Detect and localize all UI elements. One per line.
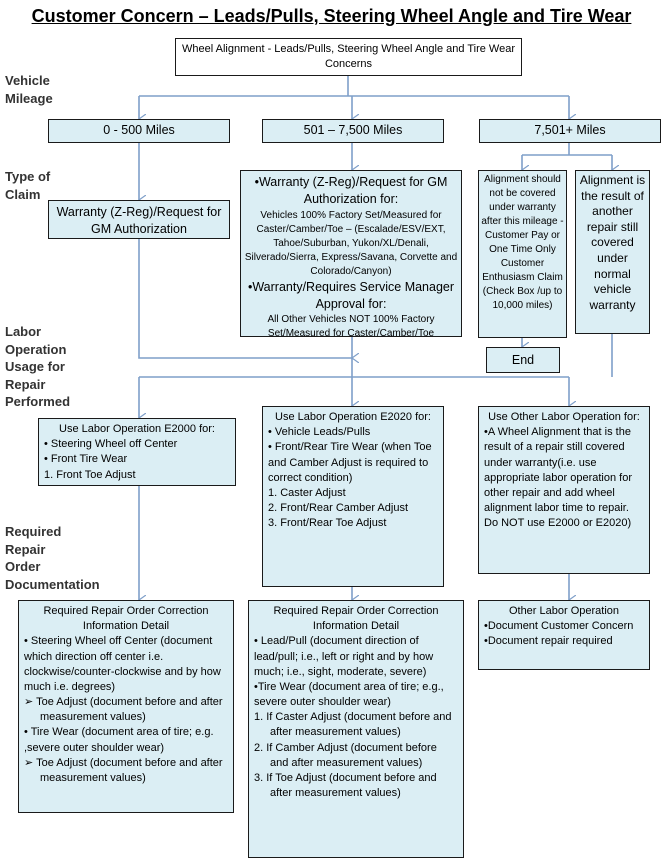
claim-mid-text-2: All Other Vehicles NOT 100% Factory Set/… [267,314,435,339]
labor-e2020-heading: Use Labor Operation E2020 for: [275,411,431,423]
labor-other-text: •A Wheel Alignment that is the result of… [484,426,632,530]
claim-customer-pay: Alignment should not be covered under wa… [478,170,567,338]
top-box: Wheel Alignment - Leads/Pulls, Steering … [175,38,522,76]
docs-e2020-item: 2. If Camber Adjust (document before and… [254,741,437,769]
mileage-0-500: 0 - 500 Miles [48,119,230,143]
claim-warranty-left: Warranty (Z-Reg)/Request for GM Authoriz… [48,200,230,239]
docs-e2000-item: • Steering Wheel off Center (document wh… [24,635,221,693]
labor-e2000-item: 1. Front Toe Adjust [44,468,136,481]
labor-e2020-item: • Front/Rear Tire Wear (when Toe and Cam… [268,441,432,484]
labor-e2000-item: • Front Tire Wear [44,453,128,466]
labor-other-heading: Use Other Labor Operation for: [488,411,640,423]
docs-other-item: •Document Customer Concern [484,620,634,633]
labor-e2020-item: 1. Caster Adjust [268,486,346,499]
claim-other-repair: Alignment is the result of another repai… [575,170,650,334]
docs-other: Other Labor Operation •Document Customer… [478,600,650,670]
label-claim: Type of Claim [5,169,51,202]
labor-e2020-item: 2. Front/Rear Camber Adjust [268,502,409,515]
labor-e2020-item: • Vehicle Leads/Pulls [268,426,371,439]
docs-e2000-item: ➢ Toe Adjust (document before and after … [24,756,223,784]
claim-mid-heading-1: •Warranty (Z-Reg)/Request for GM Authori… [254,175,448,207]
docs-e2020-item: 1. If Caster Adjust (document before and… [254,711,452,739]
claim-mid-heading-2: •Warranty/Requires Service Manager Appro… [247,279,455,311]
end-box: End [486,347,560,373]
mileage-501-7500: 501 – 7,500 Miles [262,119,444,143]
label-mileage: Vehicle Mileage [5,73,53,106]
label-docs: Required Repair Order Documentation [5,524,100,592]
labor-e2000: Use Labor Operation E2000 for: • Steerin… [38,418,236,486]
docs-e2020-item: •Tire Wear (document area of tire; e.g.,… [254,680,444,709]
docs-e2020-heading: Required Repair Order Correction Informa… [273,605,439,633]
docs-e2000-heading: Required Repair Order Correction Informa… [43,605,209,633]
claim-mid-text-1: Vehicles 100% Factory Set/Measured for C… [244,209,458,277]
claim-warranty-mid: •Warranty (Z-Reg)/Request for GM Authori… [240,170,462,339]
label-labor: Labor Operation Usage for Repair Perform… [5,324,71,410]
labor-e2020: Use Labor Operation E2020 for: • Vehicle… [262,406,444,587]
docs-e2020: Required Repair Order Correction Informa… [248,600,464,858]
docs-e2000-item: • Tire Wear (document area of tire; e.g.… [24,726,214,754]
docs-other-item: •Document repair required [484,635,613,648]
docs-other-heading: Other Labor Operation [508,605,620,617]
docs-e2000-item: ➢ Toe Adjust (document before and after … [24,696,223,724]
labor-e2020-item: 3. Front/Rear Toe Adjust [268,517,387,530]
page-title: Customer Concern – Leads/Pulls, Steering… [31,6,632,26]
docs-e2000: Required Repair Order Correction Informa… [18,600,234,813]
labor-other: Use Other Labor Operation for: •A Wheel … [478,406,650,574]
labor-e2000-heading: Use Labor Operation E2000 for: [59,423,215,435]
docs-e2020-item: 3. If Toe Adjust (document before and af… [254,771,437,800]
mileage-7501-plus: 7,501+ Miles [479,119,661,143]
docs-e2020-item: • Lead/Pull (document direction of lead/… [254,635,434,678]
labor-e2000-item: • Steering Wheel off Center [44,438,178,451]
